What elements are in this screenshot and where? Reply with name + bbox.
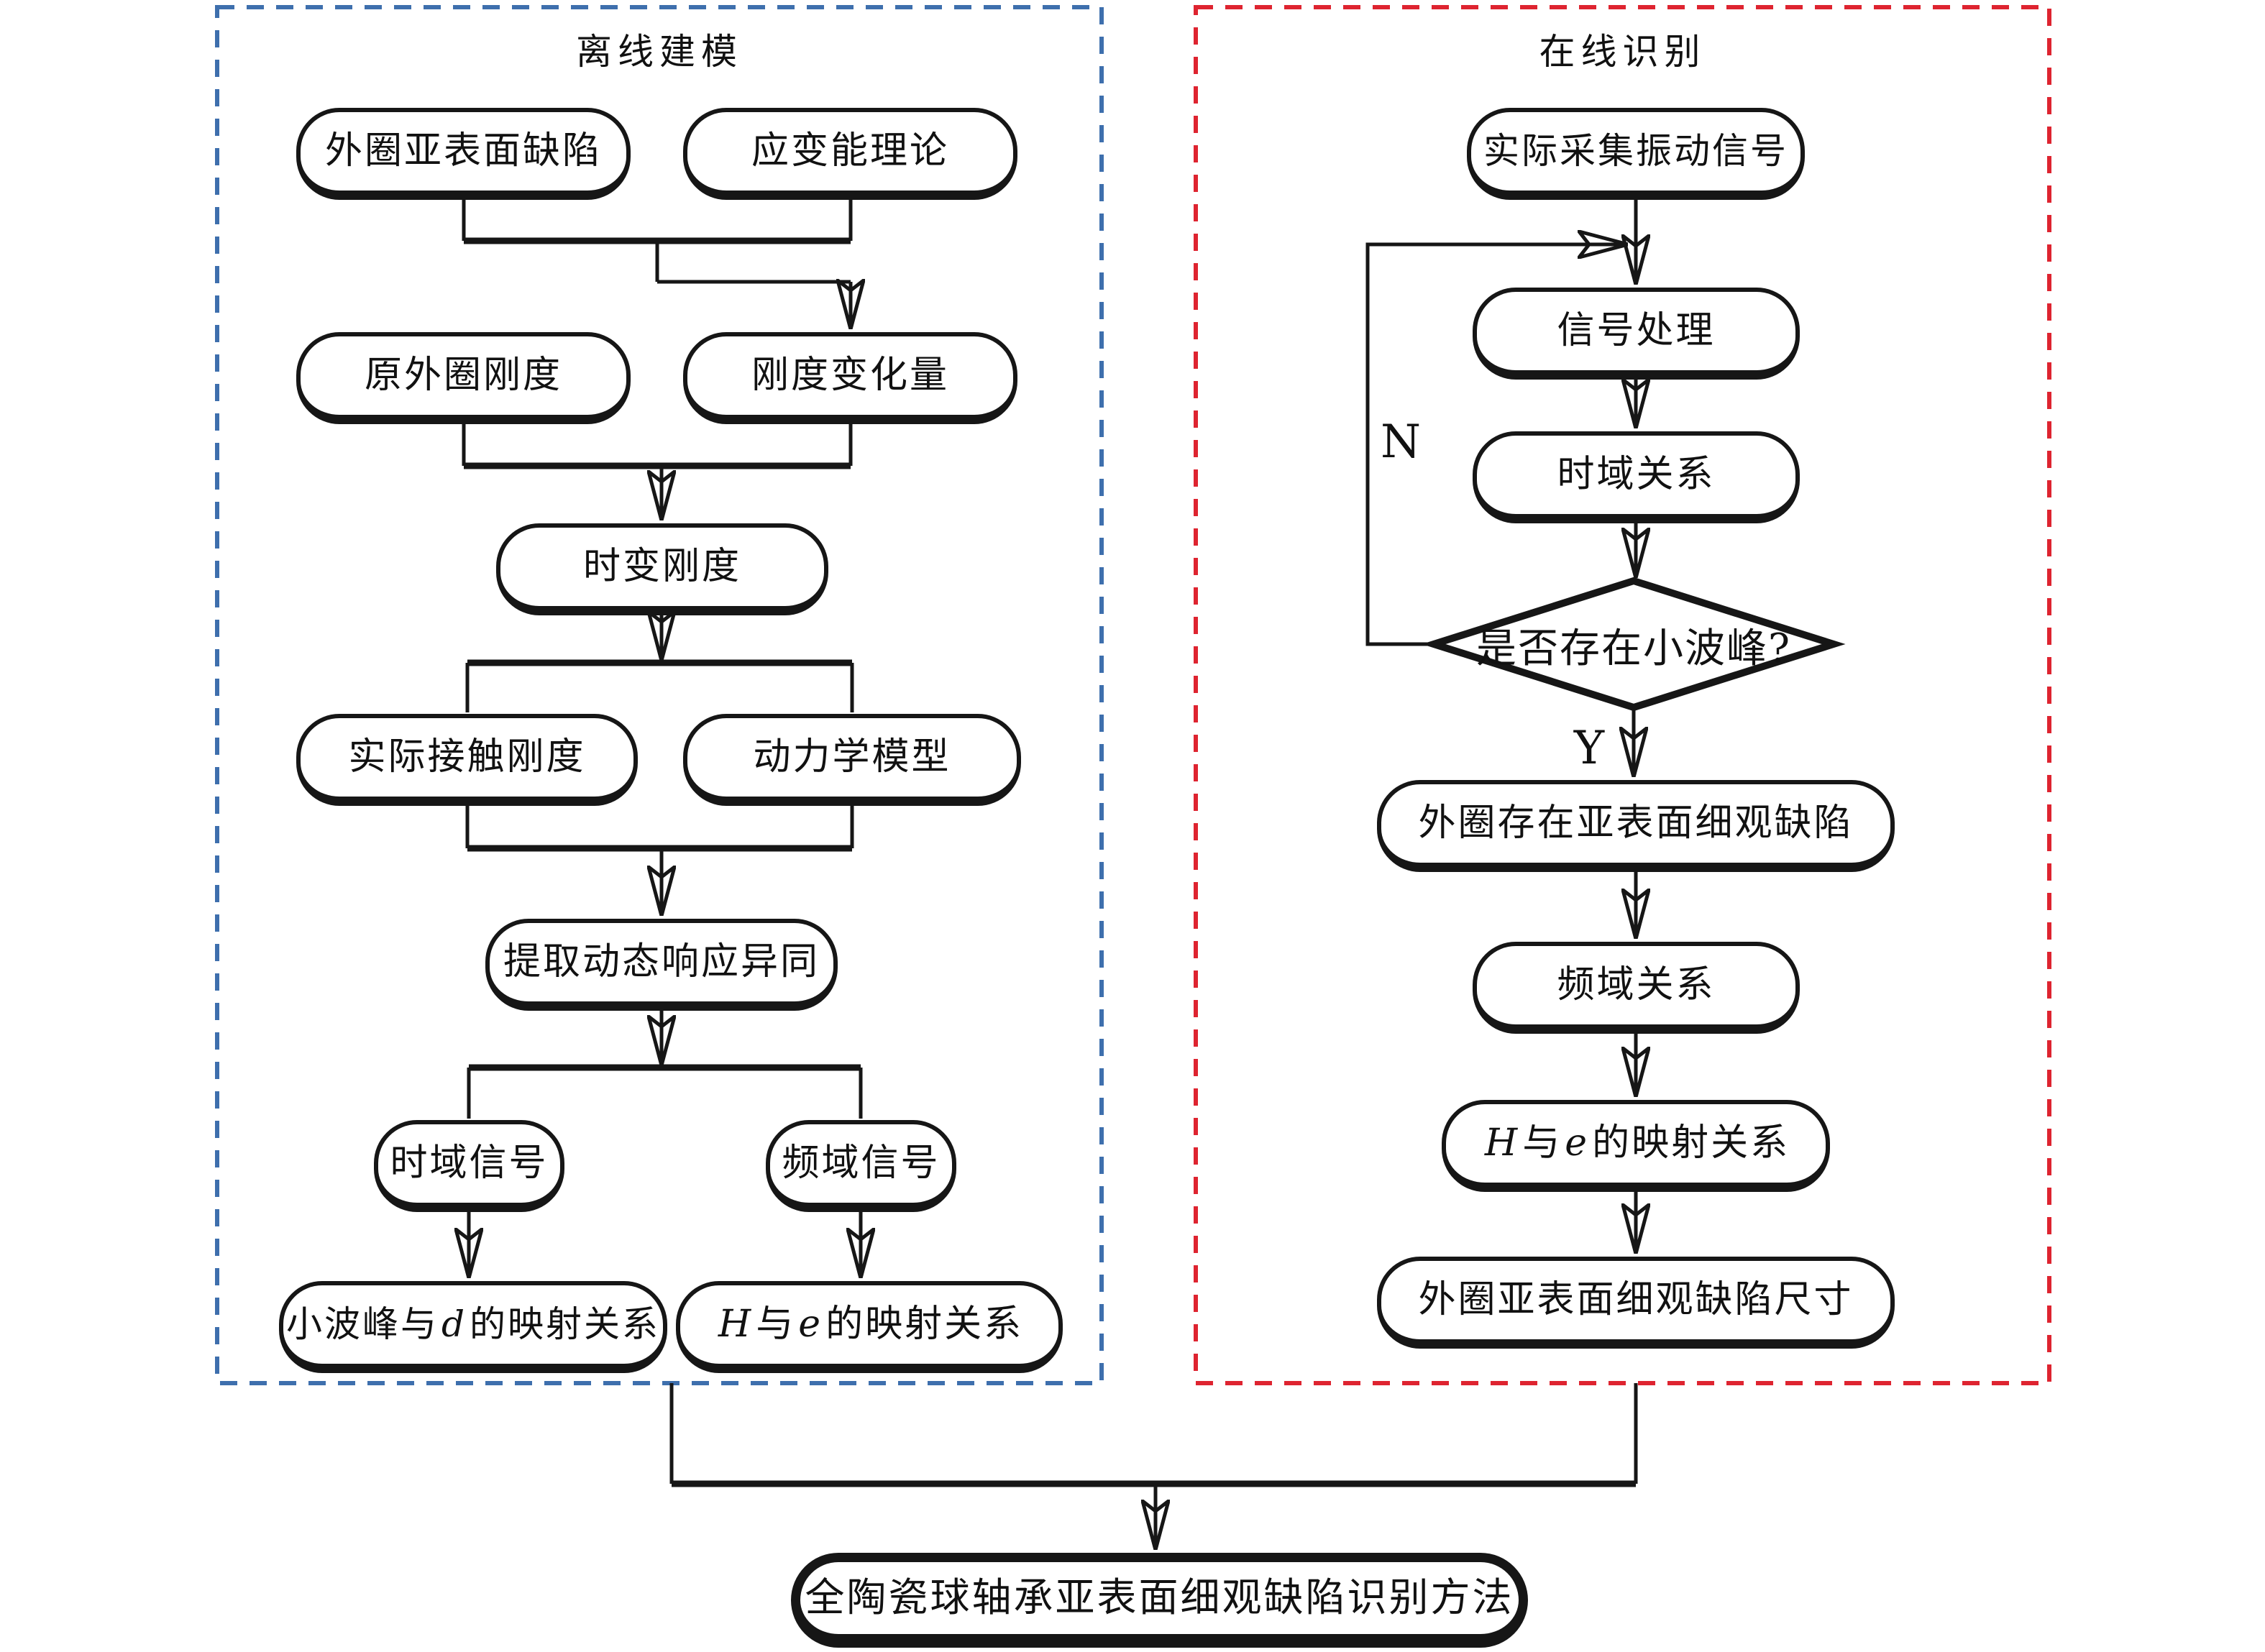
node-extract-dynamic-response-difference: 提取动态响应异同 [485,919,838,1011]
node-final-method: 全陶瓷球轴承亚表面细观缺陷识别方法 [791,1553,1528,1648]
feedback-loop-connector [1365,244,1626,646]
node-original-outer-ring-stiffness: 原外圈刚度 [296,332,631,424]
online-panel-border [1194,5,2051,1385]
node-frequency-domain-signal: 频域信号 [766,1120,956,1212]
node-collected-vibration-signal: 实际采集振动信号 [1467,108,1805,200]
node-h-e-mapping: H 与 e 的映射关系 [676,1281,1063,1373]
node-subsurface-defect-size: 外圈亚表面细观缺陷尺寸 [1377,1257,1895,1349]
branch-label-yes: Y [1573,722,1605,775]
decision-diamond [1422,577,1846,712]
node-frequency-domain-relation: 频域关系 [1473,942,1800,1034]
node-actual-contact-stiffness: 实际接触刚度 [296,714,638,806]
node-h-e-mapping-online: H 与 e 的映射关系 [1442,1100,1830,1192]
node-strain-energy-theory: 应变能理论 [683,108,1017,200]
node-wavelet-peak-d-mapping: 小波峰与 d 的映射关系 [279,1281,667,1373]
node-dynamics-model: 动力学模型 [683,714,1021,806]
decision-label-small-wave-peak: 是否存在小波峰? [1475,625,1792,672]
branch-label-no: N [1381,416,1421,469]
node-time-domain-relation: 时域关系 [1473,431,1800,523]
node-time-domain-signal: 时域信号 [374,1120,564,1212]
node-signal-processing: 信号处理 [1473,288,1800,380]
offline-panel-title: 离线建模 [576,31,743,73]
online-panel-title: 在线识别 [1539,31,1706,73]
node-outer-ring-has-subsurface-defect: 外圈存在亚表面细观缺陷 [1377,780,1895,872]
node-outer-ring-subsurface-defect: 外圈亚表面缺陷 [296,108,631,200]
node-stiffness-variation: 刚度变化量 [683,332,1017,424]
node-time-varying-stiffness: 时变刚度 [496,523,828,615]
offline-panel-border [215,5,1104,1385]
